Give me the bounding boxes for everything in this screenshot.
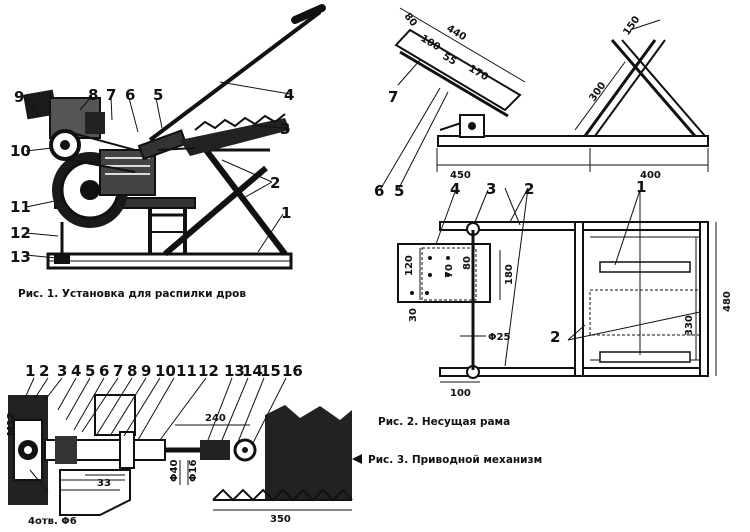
fig1-label-6: 6 [125,86,135,104]
figure-2-plan-view: 120 70 80 180 30 Φ25 100 330 480 4 3 2 1… [397,178,733,399]
figure-3-drive-mechanism: 1 2 3 4 5 6 7 8 9 10 11 12 13 14 15 16 M… [6,362,353,527]
fig2-dim-400: 400 [640,170,661,181]
fig1-label-12: 12 [10,224,31,242]
fig1-label-11: 11 [10,198,31,216]
figure-2-caption: Рис. 2. Несущая рама [378,416,511,428]
fig1-label-8: 8 [88,86,98,104]
figure-1-caption: Рис. 1. Установка для распилки дров [18,288,247,300]
fig3-label-9: 9 [141,362,151,380]
fig2-dim-450: 450 [450,170,471,181]
fig3-label-5: 5 [85,362,95,380]
fig2-dim-70: 70 [444,264,455,278]
fig3-label-3: 3 [57,362,67,380]
fig2-dim-100b: 100 [450,388,471,399]
fig2-label-4: 4 [450,180,460,198]
figure-2-side-view: 450 400 100 55 170 440 80 150 300 7 6 5 [374,7,709,200]
fig3-dim-d16: Φ16 [188,460,199,482]
caption-arrow-icon [352,454,362,464]
fig2-dim-d25: Φ25 [488,332,510,343]
fig3-label-13: 13 [224,362,245,380]
figure-3-caption: Рис. 3. Приводной механизм [368,454,543,466]
fig3-dim-240: 240 [205,413,226,424]
fig3-label-10: 10 [155,362,176,380]
fig1-label-1: 1 [281,204,291,222]
fig3-label-15: 15 [260,362,281,380]
fig2-dim-480: 480 [722,291,733,312]
fig3-label-7: 7 [113,362,123,380]
fig3-dim-350: 350 [270,514,291,525]
fig3-dim-holes: 4отв. Φ6 [28,516,77,527]
fig2-dim-440: 440 [444,23,468,43]
fig3-label-16: 16 [282,362,303,380]
fig2-dim-300: 300 [587,80,608,103]
fig2-label-5: 5 [394,182,404,200]
fig3-label-4: 4 [71,362,81,380]
fig3-label-8: 8 [127,362,137,380]
fig2-label-7: 7 [388,88,398,106]
fig2-dim-30: 30 [408,308,419,322]
fig1-label-5: 5 [153,86,163,104]
fig2-label-6: 6 [374,182,384,200]
fig3-label-14: 14 [242,362,263,380]
fig3-label-1: 1 [25,362,35,380]
fig1-label-9: 9 [14,88,24,106]
fig2-dim-180: 180 [504,264,515,285]
fig2-dim-80b: 80 [462,256,473,270]
fig1-label-2: 2 [270,174,280,192]
fig1-label-13: 13 [10,248,31,266]
fig2-dim-120: 120 [404,255,415,276]
fig1-label-3: 3 [280,120,290,138]
figure-1-installation: 9 8 7 6 5 4 3 2 1 10 11 12 13 [10,4,326,270]
fig3-dim-m12: M12 [6,412,17,436]
fig1-label-4: 4 [284,86,294,104]
fig3-dim-d40: Φ40 [169,460,180,482]
fig3-label-11: 11 [176,362,197,380]
fig2-label-2-bottom: 2 [550,328,560,346]
fig2-dim-80: 80 [402,11,419,29]
fig3-label-12: 12 [198,362,219,380]
fig2-label-3: 3 [486,180,496,198]
fig1-label-7: 7 [106,86,116,104]
fig2-label-2-top: 2 [524,180,534,198]
fig2-dim-330: 330 [684,315,695,336]
fig1-label-10: 10 [10,142,31,160]
fig3-dim-33: 33 [97,478,111,489]
fig2-label-1: 1 [636,178,646,196]
fig3-label-2: 2 [39,362,49,380]
fig3-label-6: 6 [99,362,109,380]
fig2-dim-150: 150 [621,14,642,37]
